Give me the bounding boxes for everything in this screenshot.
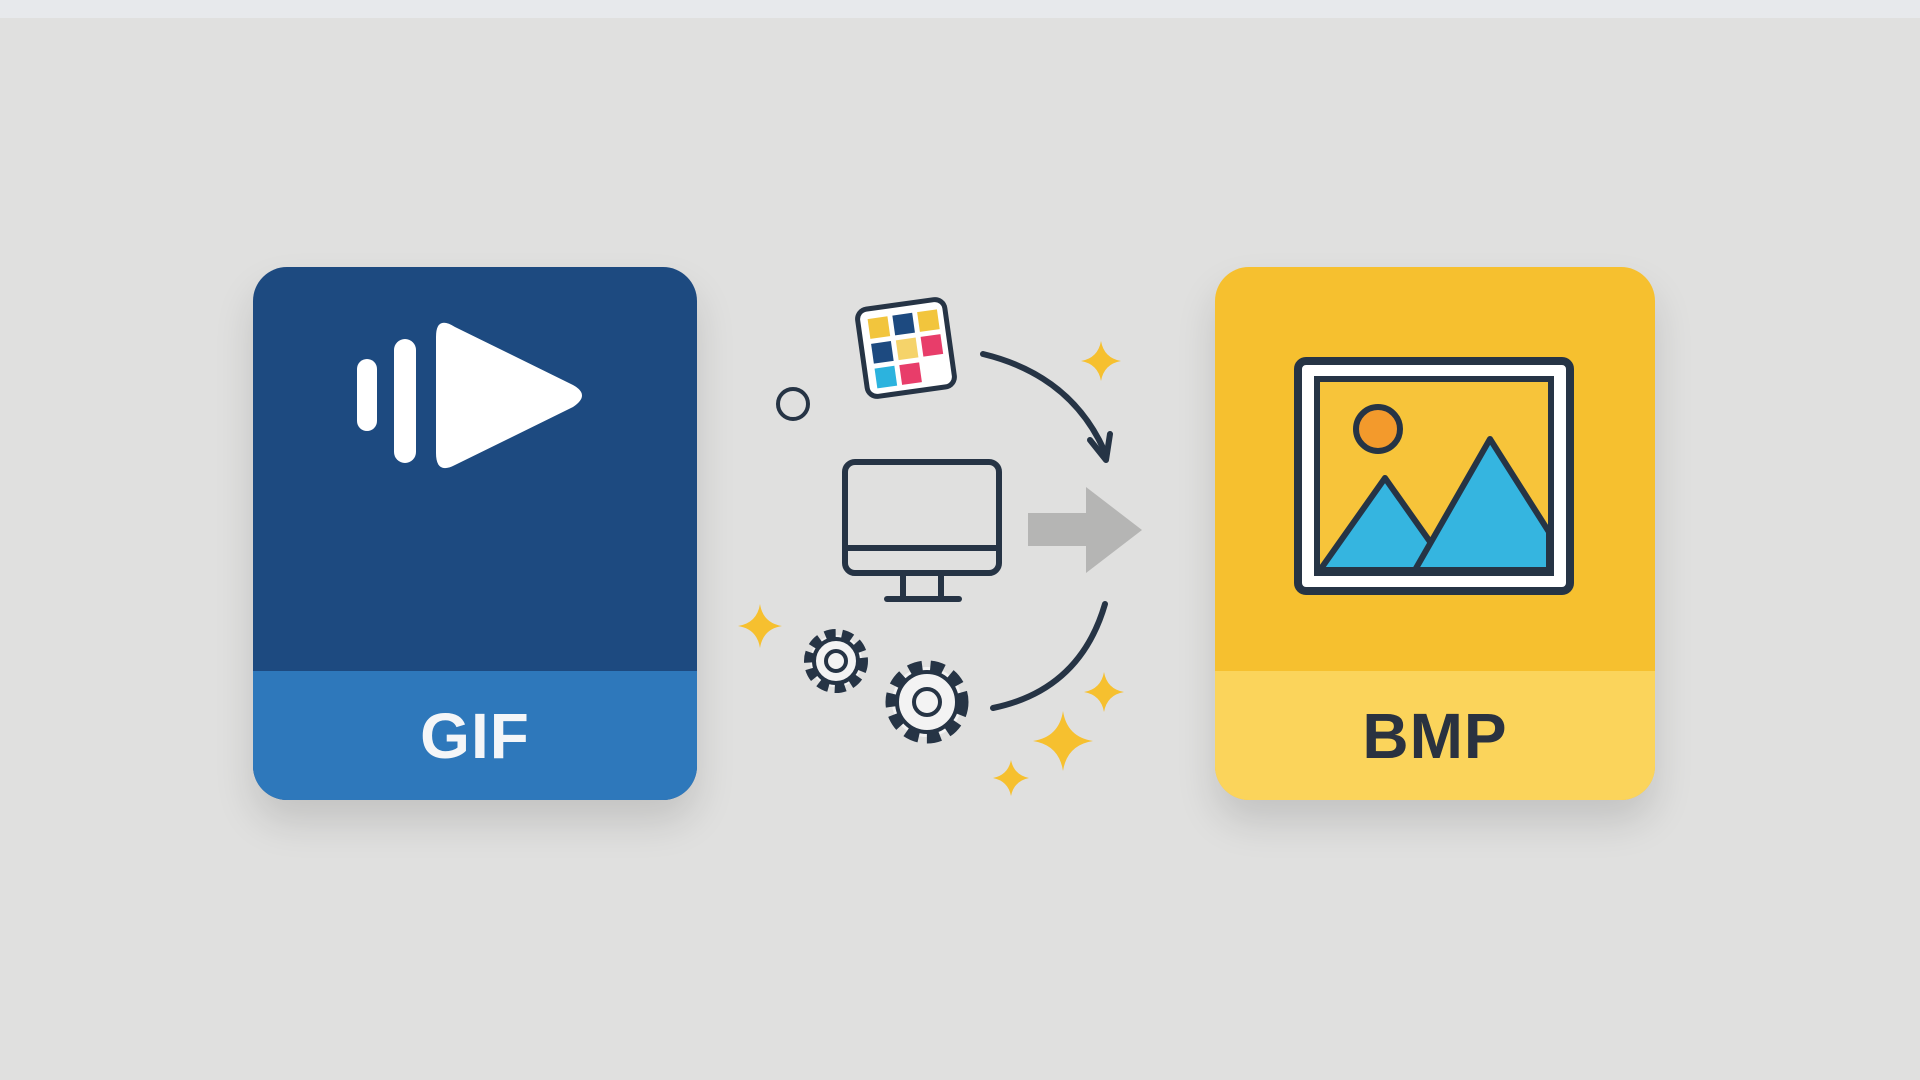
play-icon [357, 322, 582, 469]
sparkle-icon [738, 341, 1124, 796]
palette-icon [855, 297, 957, 399]
monitor-icon [842, 459, 1002, 602]
curved-arrow-icon [980, 351, 1107, 453]
gif-label: GIF [253, 671, 697, 800]
top-bar [0, 0, 1920, 18]
gear-icon [804, 629, 969, 744]
arrow-right-icon [1028, 487, 1142, 573]
bmp-label: BMP [1215, 671, 1655, 800]
image-icon [1294, 357, 1574, 595]
circle-icon [776, 387, 810, 421]
gif-format-card: GIF [253, 267, 697, 800]
curved-line [990, 601, 1108, 711]
bmp-format-card: BMP [1215, 267, 1655, 800]
